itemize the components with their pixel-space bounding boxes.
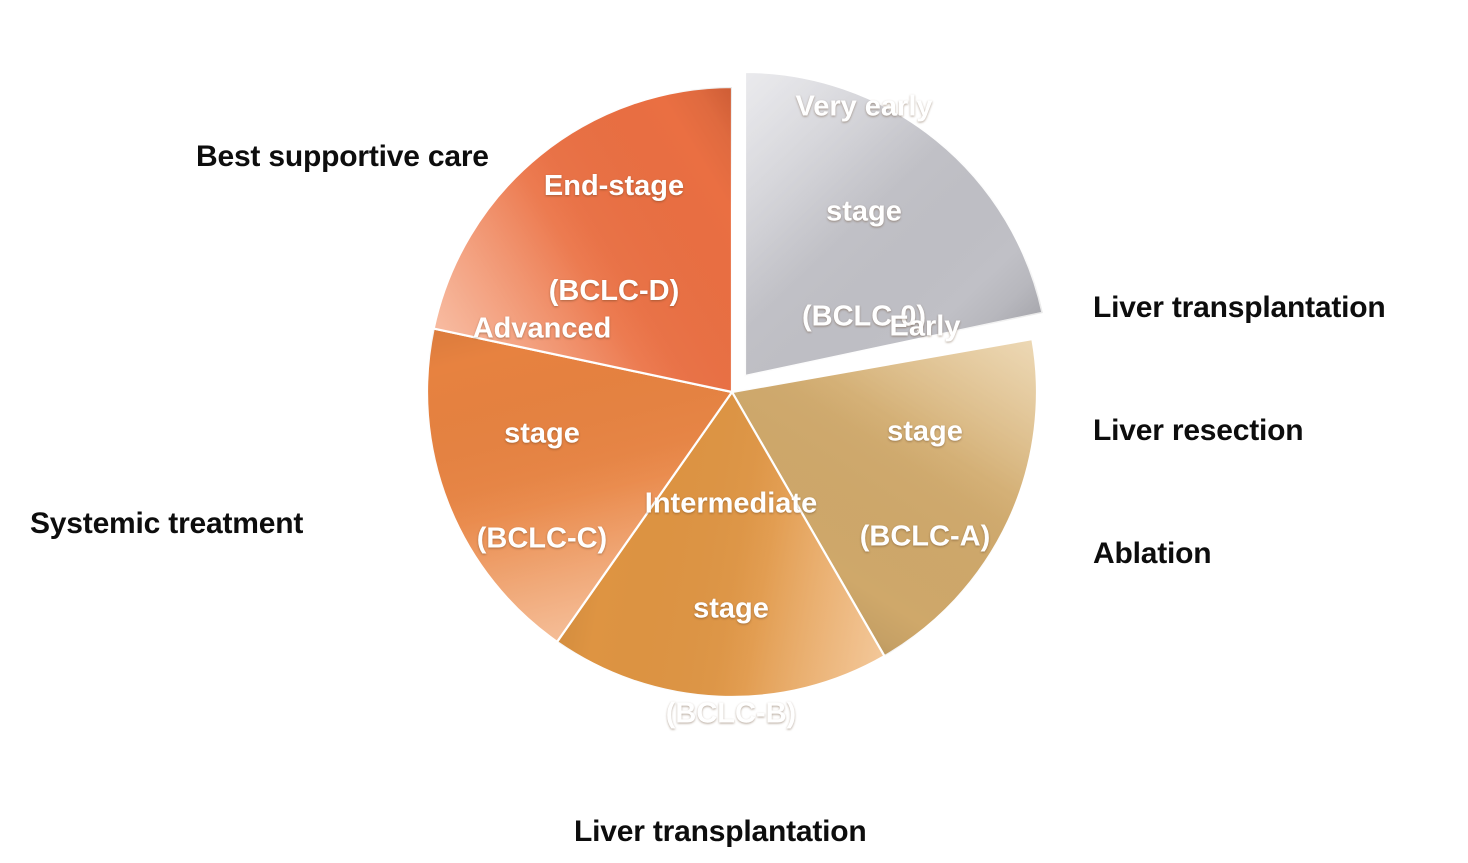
annotation-line: Liver transplantation [574,815,867,848]
annotation-line: Ablation [1093,537,1212,570]
annotation-systemic-treatment: Systemic treatment [30,421,303,626]
pie-slice-group: Very early stage (BCLC 0)Early stage (BC… [425,69,1045,699]
annotation-line: Best supportive care [196,140,489,173]
annotation-best-supportive-care: Best supportive care [196,54,489,259]
pie-slice-sheen-bclc-a [732,339,1037,657]
annotation-intermediate-stage-treatments: Liver transplantation Transarterial chem… [574,729,1136,863]
annotation-line: Systemic treatment [30,507,304,540]
annotation-line: Liver transplantation [1093,291,1386,324]
pie-slice-sheen-bclc-b [557,392,885,697]
pie-slice-sheen-bclc-d [433,87,732,392]
pie-slice-sheen-bclc-c [427,328,732,642]
pie-slice-sheen-bclc-0 [744,71,1043,377]
annotation-line: Liver resection [1093,414,1304,447]
annotation-early-stage-treatments: Liver transplantation Liver resection Ab… [1093,205,1386,656]
